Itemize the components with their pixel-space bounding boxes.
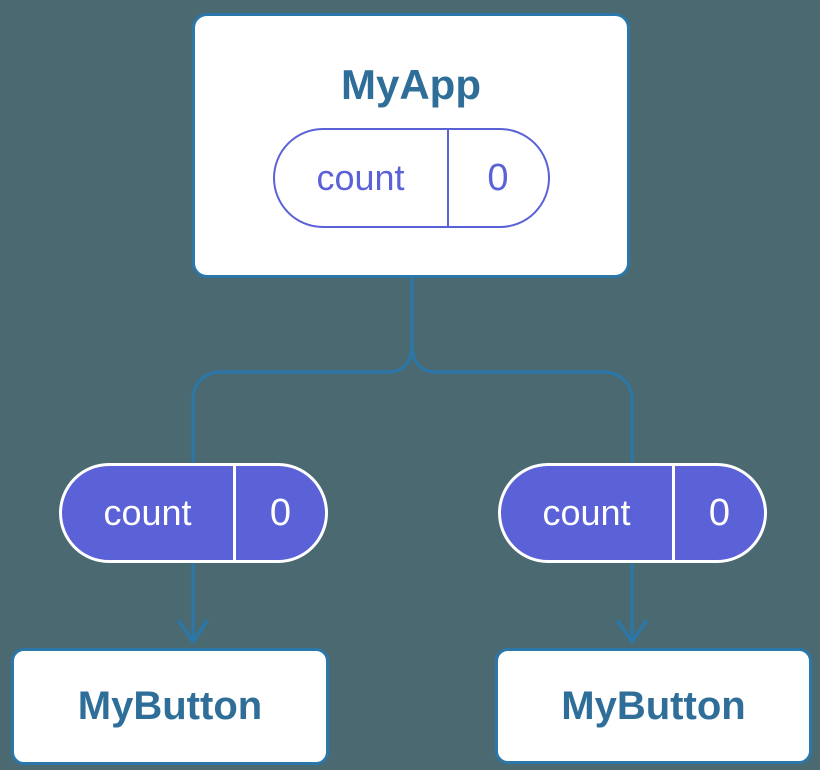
right-branch-line — [410, 344, 634, 641]
node-mybutton-left: MyButton — [11, 648, 329, 765]
node-mybutton-right: MyButton — [495, 648, 812, 764]
node-mybutton-left-title: MyButton — [77, 684, 263, 728]
right-prop-name-label: count — [542, 492, 631, 533]
right-prop-value-label: 0 — [672, 466, 764, 560]
node-myapp-title: MyApp — [341, 61, 481, 108]
left-branch-line — [191, 344, 414, 641]
node-mybutton-right-title: MyButton — [561, 683, 746, 728]
left-prop-value-label: 0 — [233, 466, 325, 560]
state-value-label: 0 — [446, 130, 548, 226]
left-prop-name-label: count — [103, 492, 192, 533]
node-myapp: MyApp count 0 — [192, 13, 630, 278]
left-prop-pill: count 0 — [59, 463, 328, 563]
myapp-state-pill: count 0 — [272, 128, 550, 228]
right-prop-pill: count 0 — [498, 463, 767, 563]
left-arrow-head-icon — [177, 619, 209, 644]
right-arrow-head-icon — [616, 619, 648, 644]
state-name-label: count — [316, 157, 405, 198]
